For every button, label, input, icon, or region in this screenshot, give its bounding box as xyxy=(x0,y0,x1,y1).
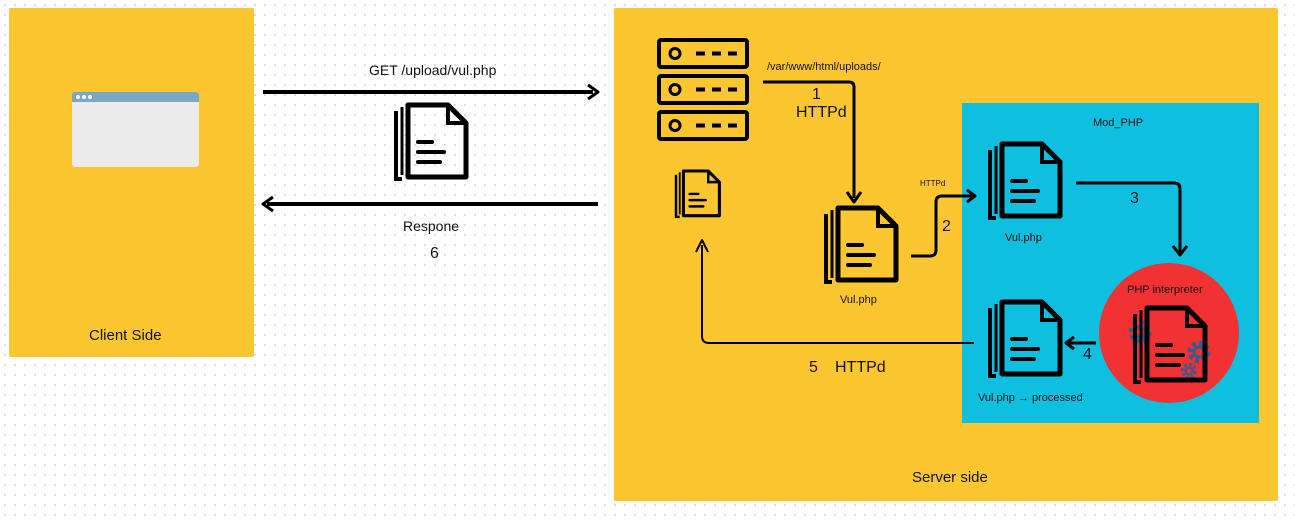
step-5-label: HTTPd xyxy=(835,359,886,376)
step-2-number: 2 xyxy=(942,218,951,235)
response-arrow xyxy=(261,195,598,213)
step-1-arrow xyxy=(763,80,863,204)
processed-file-label: Vul.php → processed xyxy=(978,392,1083,404)
response-document-icon xyxy=(396,105,466,179)
step-1-number: 1 xyxy=(812,86,821,103)
browser-window-icon xyxy=(72,92,199,167)
step-5-arrow xyxy=(695,239,974,344)
server-rack-icon xyxy=(657,38,749,141)
uploaded-file-icon xyxy=(826,208,896,282)
request-label: GET /upload/vul.php xyxy=(369,62,497,78)
step-3-arrow xyxy=(1076,181,1189,257)
client-side-label: Client Side xyxy=(89,327,162,344)
server-side-label: Server side xyxy=(912,469,988,486)
upload-path-label: /var/www/html/uploads/ xyxy=(767,61,881,73)
served-document-icon xyxy=(674,169,721,219)
step-3-number: 3 xyxy=(1130,190,1139,207)
request-arrow xyxy=(263,83,600,101)
step-4-number: 4 xyxy=(1083,346,1092,363)
step-2-label: HTTPd xyxy=(920,179,946,188)
step-1-label: HTTPd xyxy=(796,104,847,121)
uploaded-file-label: Vul.php xyxy=(840,294,877,306)
processed-file-icon xyxy=(990,302,1060,376)
mod-php-file-label: Vul.php xyxy=(1005,232,1042,244)
php-interpreter-icon xyxy=(1099,263,1239,403)
step-2-arrow xyxy=(911,188,977,258)
response-label: Respone xyxy=(403,218,460,234)
mod-php-file-icon xyxy=(990,144,1060,218)
step-4-arrow xyxy=(1064,335,1096,351)
php-interpreter-label: PHP interpreter xyxy=(1127,284,1203,296)
mod-php-title: Mod_PHP xyxy=(1093,117,1144,129)
client-side-panel xyxy=(9,8,254,357)
step-5-number: 5 xyxy=(809,359,818,376)
response-step-number: 6 xyxy=(430,245,439,262)
